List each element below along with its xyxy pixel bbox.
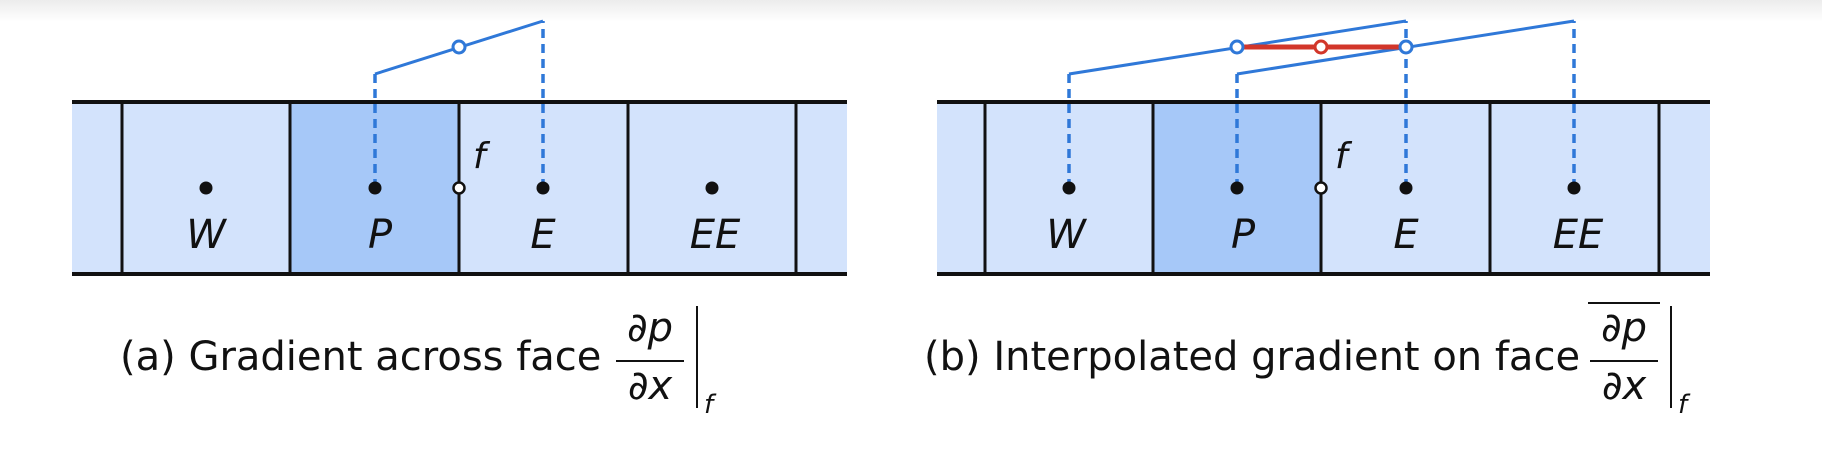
- window-top-shadow: [0, 0, 1822, 22]
- panel-a-node-ee: [705, 181, 719, 195]
- panel-a-face-gradient-marker: [451, 39, 467, 55]
- panel-a-label-e: E: [530, 212, 556, 258]
- panel-a-label-w: W: [186, 212, 227, 258]
- panel-a-label-ee: EE: [690, 212, 741, 258]
- panel-b-evaluation-bar: [1670, 306, 1672, 408]
- panel-b-label-e: E: [1393, 212, 1419, 258]
- panel-b-interpolation-overbar: [1588, 302, 1660, 304]
- panel-b-node-w: [1062, 181, 1076, 195]
- panel-a-caption: (a) Gradient across face: [120, 332, 601, 382]
- panel-b-node-e: [1399, 181, 1413, 195]
- panel-b-interpolated-marker: [1313, 39, 1329, 55]
- panel-b-derivative-subscript: f: [1678, 390, 1688, 420]
- panel-b-fraction-bar: [1590, 360, 1658, 362]
- panel-a-evaluation-bar: [696, 306, 698, 408]
- panel-a-node-e: [536, 181, 550, 195]
- panel-a-fraction-bar: [616, 360, 684, 362]
- panel-a-derivative-numerator: ∂p: [626, 305, 674, 351]
- panel-b-caption-prefix: (b): [924, 334, 981, 380]
- panel-a-derivative: ∂p ∂x f: [610, 306, 750, 432]
- panel-a-face-node: [452, 181, 466, 195]
- panel-a-caption-prefix: (a): [120, 334, 176, 380]
- panel-a-label-p: P: [368, 212, 393, 258]
- panel-b-caption-text: Interpolated gradient on face: [993, 334, 1581, 380]
- panel-b: W P E EE f: [937, 19, 1710, 276]
- panel-b-label-p: P: [1231, 212, 1256, 258]
- panel-b-label-ee: EE: [1553, 212, 1604, 258]
- panel-a-derivative-subscript: f: [704, 390, 714, 420]
- panel-a-caption-text: Gradient across face: [188, 334, 602, 380]
- panel-b-derivative-denominator: ∂x: [1601, 363, 1647, 409]
- panel-b-derivative: ∂p ∂x f: [1584, 302, 1724, 432]
- panel-a-derivative-denominator: ∂x: [627, 363, 673, 409]
- panel-a-node-p: [368, 181, 382, 195]
- panel-b-label-w: W: [1046, 212, 1087, 258]
- panel-a: W P E EE f: [72, 19, 847, 276]
- panel-b-face-node: [1314, 181, 1328, 195]
- panel-b-node-p: [1230, 181, 1244, 195]
- panel-a-node-w: [199, 181, 213, 195]
- panel-b-derivative-numerator: ∂p: [1600, 305, 1648, 351]
- panel-b-gradient-marker-e: [1398, 39, 1414, 55]
- panel-b-gradient-marker-p: [1229, 39, 1245, 55]
- panel-b-caption: (b) Interpolated gradient on face: [924, 332, 1580, 382]
- panel-b-node-ee: [1567, 181, 1581, 195]
